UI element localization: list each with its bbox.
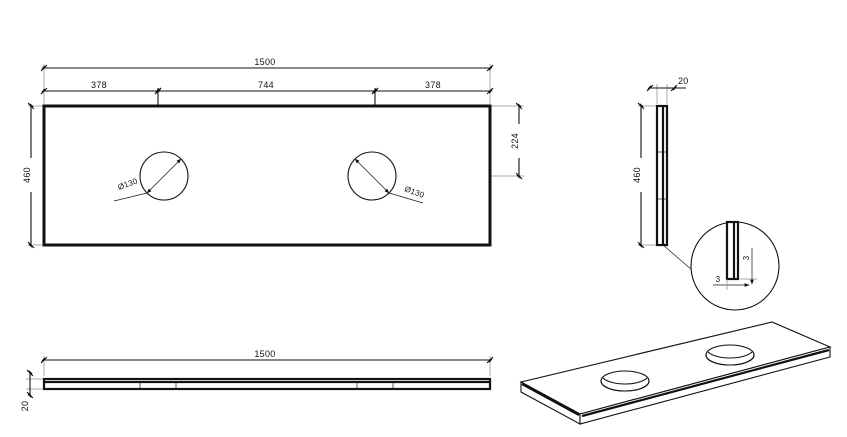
- dim-chain-row: 378 744 378: [40, 77, 494, 95]
- side-view-panel-body: [655, 104, 669, 247]
- dim-detail-horizontal-3: 3: [713, 275, 750, 290]
- front-view-slab: [42, 377, 492, 391]
- iso-hole-left-inner: [600, 380, 650, 392]
- iso-hole-right-inner: [705, 354, 755, 366]
- iso-front-edge-highlight: [581, 348, 830, 418]
- dim-label-chain-middle: 744: [258, 80, 274, 90]
- dim-side-height-460: 460: [632, 102, 657, 249]
- dim-detail-vertical-3: 3: [740, 248, 757, 285]
- side-view-group: 20 460: [632, 76, 707, 283]
- dim-label-detail-horizontal: 3: [716, 275, 721, 284]
- top-view-panel-outline: [42, 104, 492, 247]
- dim-label-edge-offset: 224: [510, 133, 520, 149]
- front-view-slab-outline: [42, 377, 492, 391]
- dim-label-chain-right: 378: [425, 80, 441, 90]
- dim-label-chain-left: 378: [91, 80, 107, 90]
- detail-view-group: 3 3: [690, 220, 780, 311]
- hole-left-diameter-line: [146, 158, 182, 194]
- iso-hole-right-bore: [707, 351, 753, 359]
- dim-panel-height-460: 460: [22, 102, 44, 249]
- dim-front-length-1500: 1500: [40, 346, 494, 364]
- dim-label-side-height: 460: [632, 167, 642, 183]
- hole-right-leader: [388, 192, 424, 204]
- dim-label-overall-length: 1500: [254, 57, 275, 67]
- detail-panel-edge: [725, 220, 740, 281]
- dim-label-detail-vertical: 3: [742, 255, 751, 260]
- hole-left-leader: [113, 192, 148, 202]
- dim-label-front-thickness: 20: [20, 401, 30, 412]
- iso-left-edge-highlight: [521, 383, 580, 416]
- iso-hole-right: [705, 344, 755, 366]
- hole-right-diameter-line: [354, 158, 390, 194]
- dim-front-thickness-20: 20: [20, 369, 44, 412]
- front-view-group: 1500 20: [20, 346, 494, 412]
- top-view-group: 1500 378 744 378 460: [22, 54, 524, 249]
- dim-label-side-thickness: 20: [678, 76, 689, 86]
- iso-hole-left: [600, 370, 650, 392]
- dim-side-thickness-20: 20: [646, 76, 689, 104]
- dim-edge-offset-224: 224: [490, 102, 524, 180]
- dim-label-panel-height: 460: [22, 167, 32, 183]
- dim-overall-length-1500: 1500: [40, 54, 494, 72]
- isometric-view-group: [519, 321, 832, 425]
- dim-label-front-length: 1500: [254, 349, 275, 359]
- iso-hole-left-bore: [602, 377, 648, 385]
